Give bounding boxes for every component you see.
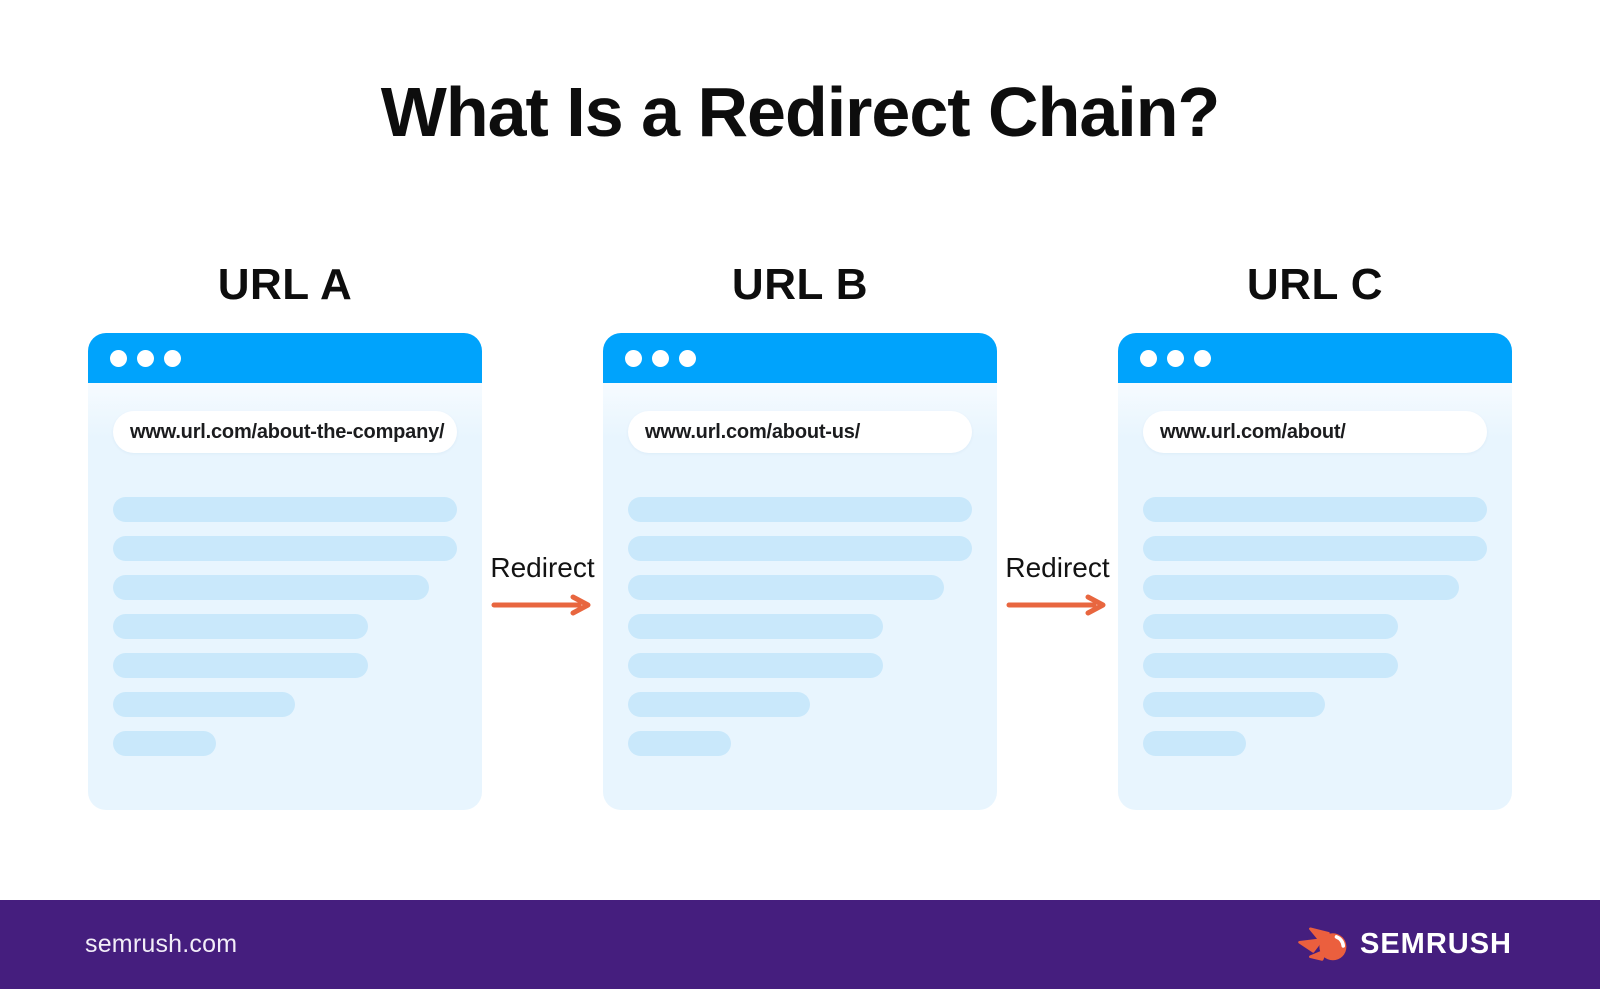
page-title: What Is a Redirect Chain? bbox=[380, 73, 1220, 151]
window-dot-icon bbox=[652, 349, 669, 367]
url-b-label: URL B bbox=[731, 260, 869, 309]
page-content-skeleton bbox=[628, 497, 972, 756]
window-dot-icon bbox=[110, 349, 127, 367]
skeleton-line bbox=[628, 536, 972, 561]
skeleton-line bbox=[1143, 692, 1326, 717]
skeleton-line bbox=[628, 653, 883, 678]
redirect-label: Redirect bbox=[1005, 552, 1110, 583]
skeleton-line bbox=[628, 692, 811, 717]
skeleton-line bbox=[628, 614, 883, 639]
address-bar: www.url.com/about-us/ bbox=[628, 411, 972, 453]
right-arrow-icon bbox=[491, 594, 590, 616]
semrush-logo: SEMRUSH bbox=[1296, 923, 1512, 967]
window-dot-icon bbox=[625, 349, 642, 367]
browser-titlebar bbox=[603, 333, 997, 383]
right-arrow-icon bbox=[1006, 594, 1105, 616]
footer-bar: semrush.com SEMRUSH bbox=[0, 900, 1600, 989]
skeleton-line bbox=[1143, 731, 1247, 756]
browser-window-c: www.url.com/about/ bbox=[1118, 333, 1512, 810]
browser-body: www.url.com/about/ bbox=[1118, 383, 1512, 810]
redirect-b-to-c: Redirect bbox=[997, 552, 1118, 616]
skeleton-line bbox=[1143, 575, 1460, 600]
skeleton-line bbox=[113, 731, 217, 756]
window-dot-icon bbox=[679, 349, 696, 367]
skeleton-line bbox=[113, 614, 368, 639]
skeleton-line bbox=[113, 497, 457, 522]
skeleton-line bbox=[628, 731, 732, 756]
browser-body: www.url.com/about-the-company/ bbox=[88, 383, 482, 810]
skeleton-line bbox=[1143, 497, 1487, 522]
skeleton-line bbox=[113, 536, 457, 561]
window-dot-icon bbox=[1140, 349, 1157, 367]
page-content-skeleton bbox=[1143, 497, 1487, 756]
redirect-a-to-b: Redirect bbox=[482, 552, 603, 616]
skeleton-line bbox=[1143, 536, 1487, 561]
skeleton-line bbox=[113, 575, 430, 600]
semrush-wordmark: SEMRUSH bbox=[1359, 928, 1512, 960]
skeleton-line bbox=[628, 497, 972, 522]
window-dot-icon bbox=[1167, 349, 1184, 367]
browser-titlebar bbox=[88, 333, 482, 383]
skeleton-line bbox=[1143, 653, 1398, 678]
redirect-label: Redirect bbox=[490, 552, 595, 583]
skeleton-line bbox=[1143, 614, 1398, 639]
window-dot-icon bbox=[1194, 349, 1211, 367]
window-dot-icon bbox=[164, 349, 181, 367]
skeleton-line bbox=[113, 653, 368, 678]
page-content-skeleton bbox=[113, 497, 457, 756]
semrush-flame-icon bbox=[1298, 926, 1347, 961]
skeleton-line bbox=[113, 692, 296, 717]
url-c-label: URL C bbox=[1246, 260, 1384, 309]
browser-titlebar bbox=[1118, 333, 1512, 383]
address-bar: www.url.com/about-the-company/ bbox=[113, 411, 457, 453]
skeleton-line bbox=[628, 575, 945, 600]
url-a-label: URL A bbox=[217, 260, 353, 309]
browser-window-b: www.url.com/about-us/ bbox=[603, 333, 997, 810]
address-bar: www.url.com/about/ bbox=[1143, 411, 1487, 453]
browser-window-a: www.url.com/about-the-company/ bbox=[88, 333, 482, 810]
footer-site-url: semrush.com bbox=[85, 930, 238, 958]
window-dot-icon bbox=[137, 349, 154, 367]
browser-body: www.url.com/about-us/ bbox=[603, 383, 997, 810]
